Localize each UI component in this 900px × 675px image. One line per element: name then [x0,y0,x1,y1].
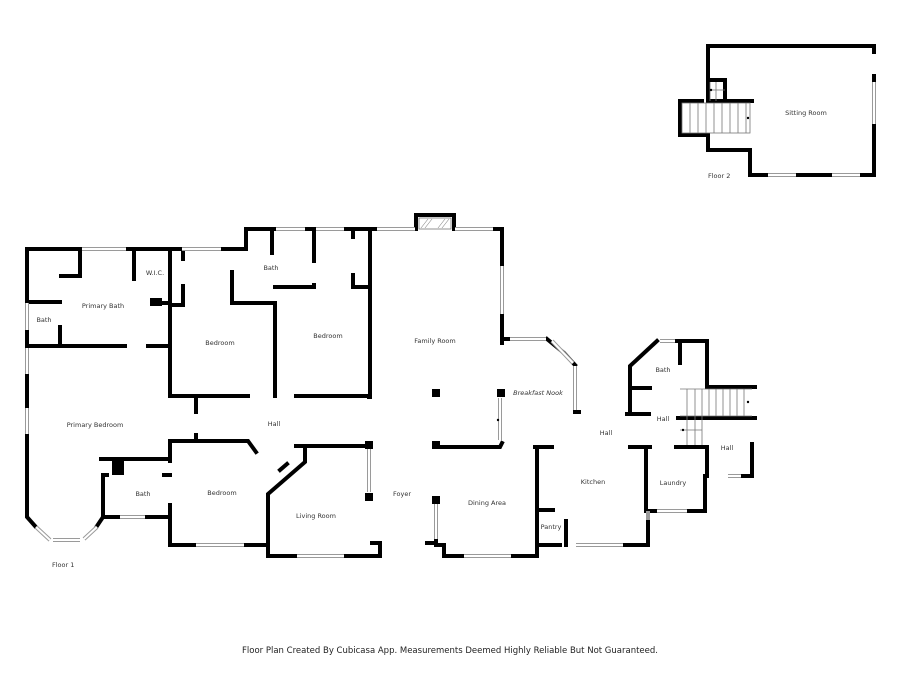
room-label-bedroom: Bedroom [205,339,235,347]
fireplace [418,217,452,230]
floor2-label: Floor 2 [708,172,731,180]
floor1-label: Floor 1 [52,561,75,569]
floor1-stairs [496,388,752,445]
room-label-bedroom: Bedroom [207,489,237,497]
room-label-primary-bath: Primary Bath [81,302,125,310]
room-label-primary-bedroom: Primary Bedroom [66,421,124,429]
room-label-sitting-room: Sitting Room [785,109,827,117]
room-label-hall: Hall [656,415,670,423]
room-label-dining-area: Dining Area [467,499,507,507]
floor1-walls [25,213,757,558]
room-label-bath: Bath [36,316,52,324]
room-label-kitchen: Kitchen [580,478,606,486]
room-label-pantry: Pantry [540,523,562,531]
room-label-w-i-c-: W.I.C. [145,269,165,277]
floor1-posts [112,298,505,504]
floor2-walls [678,44,876,177]
room-label-bedroom: Bedroom [313,332,343,340]
room-label-living-room: Living Room [296,512,336,520]
room-label-foyer: Foyer [392,490,412,498]
room-label-hall: Hall [720,444,734,452]
floor2-windows [768,82,876,177]
floor2-stairs [681,82,751,134]
room-label-breakfast-nook: Breakfast Nook [513,389,563,397]
room-label-bath: Bath [263,264,279,272]
room-label-hall: Hall [599,429,613,437]
room-label-family-room: Family Room [414,337,456,345]
footer-disclaimer: Floor Plan Created By Cubicasa App. Meas… [242,646,658,656]
floor1-windows [25,227,741,558]
room-label-hall: Hall [267,420,281,428]
room-label-laundry: Laundry [659,479,687,487]
room-label-bath: Bath [135,490,151,498]
room-label-bath: Bath [655,366,671,374]
